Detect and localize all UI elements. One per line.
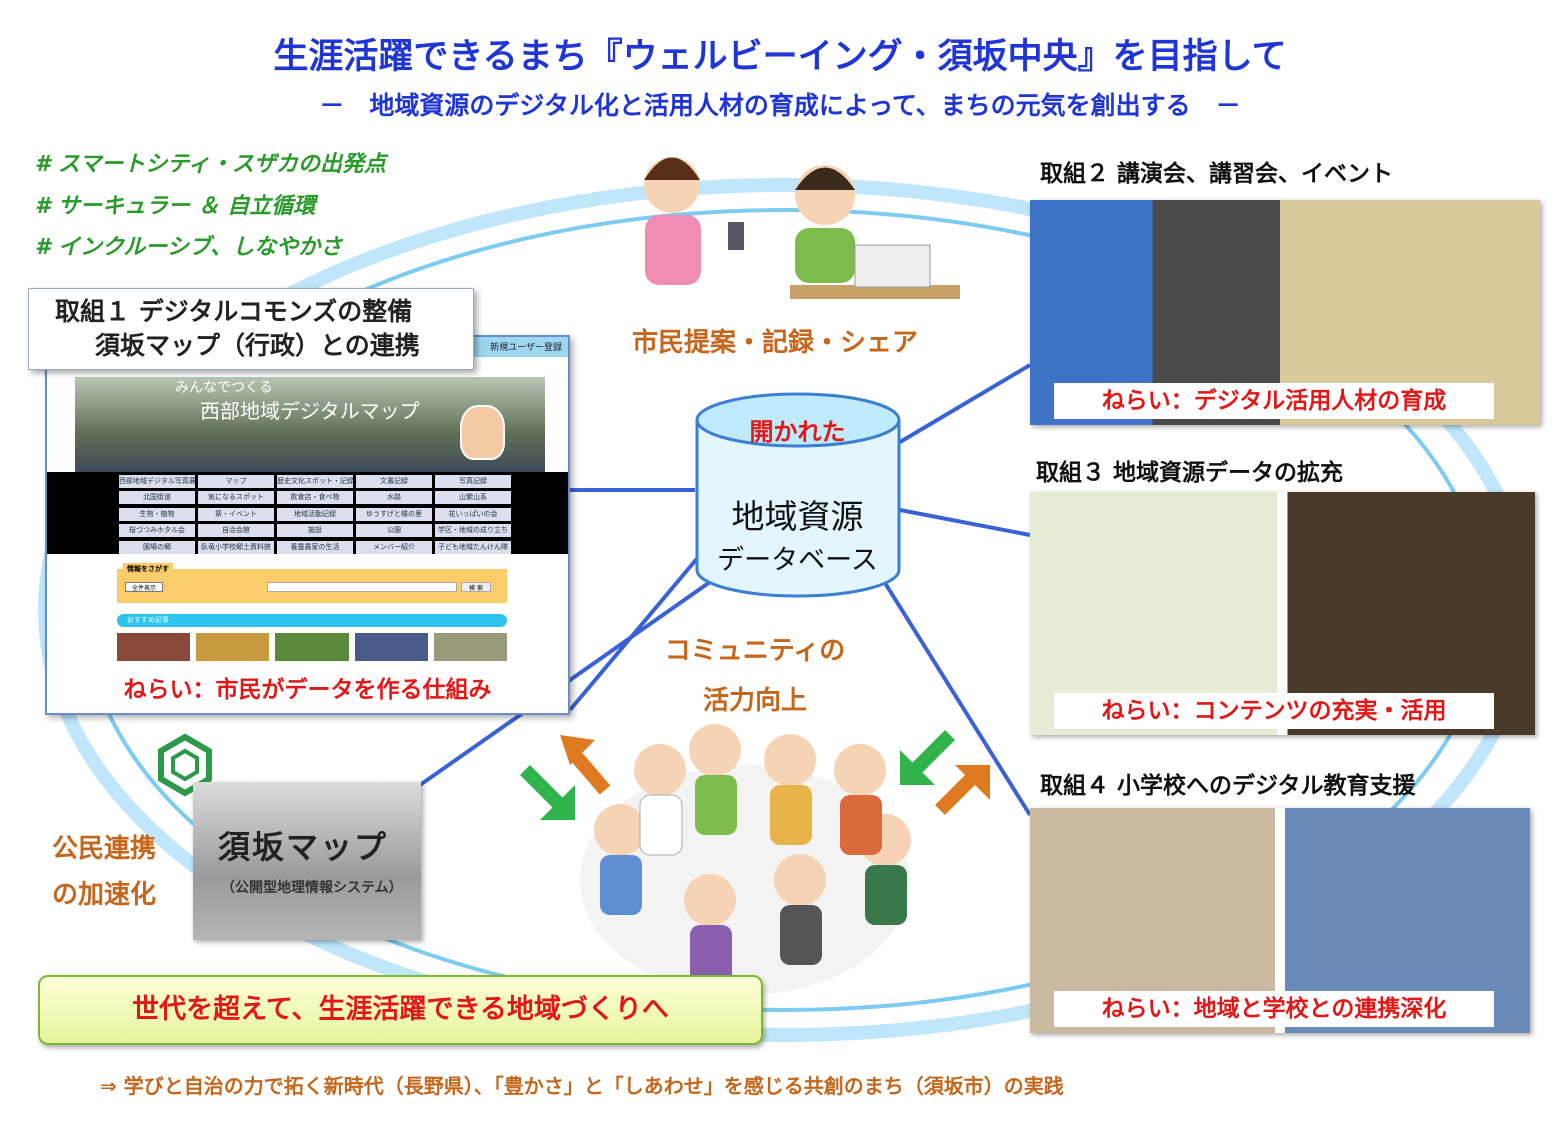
site-menu-item: マップ <box>198 475 274 488</box>
digital-map-website-screenshot: 新規ユーザー登録 みんなでつくる 西部地域デジタルマップ 西部地域デジタル写真展… <box>45 335 570 715</box>
map-and-signboard-photo: ねらい：コンテンツの充実・活用 <box>1030 492 1535 735</box>
footnote: ⇒ 学びと自治の力で拓く新時代（長野県）、「豊かさ」と「しあわせ」を感じる共創の… <box>100 1074 1064 1098</box>
database-cylinder-icon <box>695 392 901 598</box>
register-link: 新規ユーザー登録 <box>490 343 562 353</box>
search-panel: 情報をさがす 全件表示 検 索 <box>117 563 507 603</box>
mascot-dog-icon <box>460 405 505 460</box>
arrow-in-green-icon <box>520 765 575 820</box>
hashtag: # サーキュラー ＆ 自立循環 <box>35 194 316 219</box>
initiative1-title: 取組１ デジタルコモンズの整備 <box>55 297 413 326</box>
connector-lines <box>418 363 1032 817</box>
site-menu-item: 施設 <box>277 524 353 538</box>
public-private-line1: 公民連携 <box>52 834 157 864</box>
suzaka-city-logo-icon <box>158 733 212 797</box>
hero-banner: みんなでつくる 西部地域デジタルマップ <box>75 377 545 472</box>
initiative4-aim: ねらい：地域と学校との連携深化 <box>1054 991 1494 1027</box>
initiative2-aim: ねらい：デジタル活用人材の育成 <box>1054 383 1494 419</box>
site-menu-item: 気になるスポット <box>198 491 274 505</box>
recommend-bar: おすすめ記事 <box>117 614 507 627</box>
search-button: 検 索 <box>461 582 491 592</box>
search-label: 情報をさがす <box>123 563 173 575</box>
show-all-button: 全件表示 <box>125 582 163 592</box>
db-open-label: 開かれた <box>749 418 846 446</box>
arrow-in-green-icon <box>900 730 955 785</box>
site-menu-item: 山紫山系 <box>435 491 511 505</box>
site-menu-item: 臥竜小学校郷土資料館 <box>198 540 274 554</box>
site-menu-item: 飲食店・食べ物 <box>277 491 353 505</box>
suzaka-map-image: 須坂マップ （公開型地理情報システム） <box>193 782 421 940</box>
citizen-with-laptop-icon <box>790 165 960 299</box>
site-menu-item: 花いっぱいの会 <box>435 507 511 521</box>
public-private-caption: 公民連携 の加速化 <box>52 826 156 918</box>
initiative3-aim: ねらい：コンテンツの充実・活用 <box>1054 693 1494 729</box>
community-caption-1: コミュニティの <box>664 636 846 666</box>
arrow-out-orange-icon <box>560 735 611 795</box>
suzaka-map-title: 須坂マップ <box>218 828 389 866</box>
db-title: 地域資源 <box>731 497 864 536</box>
page-subtitle: － 地域資源のデジタル化と活用人材の育成によって、まちの元気を創出する － <box>319 91 1241 120</box>
lecture-photo: ねらい：デジタル活用人材の育成 <box>1030 200 1540 425</box>
site-menu-item: 生物・植物 <box>119 507 195 521</box>
citizen-caption: 市民提案・記録・シェア <box>631 328 918 358</box>
hashtag: # スマートシティ・スザカの出発点 <box>35 152 386 177</box>
initiative1-aim: ねらい：市民がデータを作る仕組み <box>123 677 492 703</box>
site-menu-item: 学区・地域の成り立ち <box>435 524 511 538</box>
site-menu-item: 自治会館 <box>198 524 274 538</box>
site-menu-item: メンバー紹介 <box>356 540 432 554</box>
hashtag: # インクルーシブ、しなやかさ <box>35 235 343 260</box>
initiative3-title: 取組３ 地域資源データの拡充 <box>1036 460 1344 486</box>
initiative1-box: 取組１ デジタルコモンズの整備 須坂マップ（行政）との連携 <box>28 288 474 370</box>
page-title: 生涯活躍できるまち『ウェルビーイング・須坂中央』を目指して <box>273 37 1287 77</box>
site-menu-item: 公園 <box>356 524 432 538</box>
goal-banner: 世代を超えて、生涯活躍できる地域づくりへ <box>38 975 763 1045</box>
site-menu: 西部地域デジタル写真展マップ歴史文化スポット・記録文書記録写真記録北国街道気にな… <box>47 472 568 554</box>
site-menu-item: 歴史文化スポット・記録 <box>277 475 353 488</box>
hero-small-text: みんなでつくる <box>175 380 273 396</box>
site-menu-item: 文書記録 <box>356 475 432 488</box>
arrow-out-orange-icon <box>935 765 990 815</box>
site-menu-item: 地域活動記録 <box>277 507 353 521</box>
site-menu-item: 子ども地域たんけん隊 <box>435 540 511 554</box>
site-menu-item: 写真記録 <box>435 475 511 488</box>
public-private-line2: の加速化 <box>52 880 157 910</box>
citizen-with-phone-icon <box>644 157 744 285</box>
hero-title: 西部地域デジタルマップ <box>200 399 420 423</box>
recommend-thumbnails <box>117 633 508 661</box>
site-menu-item: ゆうすげと蝶の里 <box>356 507 432 521</box>
suzaka-map-subtitle: （公開型地理情報システム） <box>221 880 403 896</box>
community-circle-icon <box>580 724 911 995</box>
site-menu-item: 園場の郷 <box>119 540 195 554</box>
community-caption-2: 活力向上 <box>702 686 807 716</box>
initiative1-subtitle: 須坂マップ（行政）との連携 <box>95 331 420 360</box>
site-menu-item: 祭・イベント <box>198 507 274 521</box>
site-menu-item: 養蚕農家の生活 <box>277 540 353 554</box>
site-menu-item: 北国街道 <box>119 491 195 505</box>
site-menu-item: 水路 <box>356 491 432 505</box>
site-menu-item: 桜づつみホタル会 <box>119 524 195 538</box>
school-photo: ねらい：地域と学校との連携深化 <box>1030 808 1530 1033</box>
search-input <box>267 582 457 592</box>
db-subtitle: データベース <box>717 545 878 576</box>
site-menu-item: 西部地域デジタル写真展 <box>119 475 195 488</box>
initiative4-title: 取組４ 小学校へのデジタル教育支援 <box>1040 773 1416 799</box>
initiative2-title: 取組２ 講演会、講習会、イベント <box>1040 161 1394 187</box>
